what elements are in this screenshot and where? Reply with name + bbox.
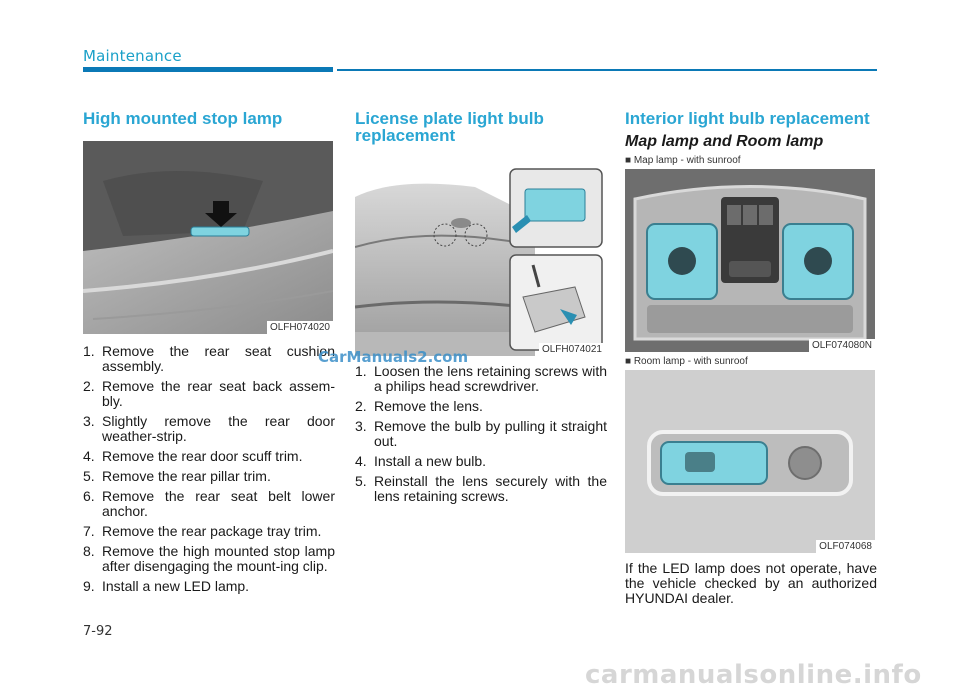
license-plate-steps: 1.Loosen the lens retaining screws with … [355, 364, 607, 504]
watermark-top[interactable]: CarManuals2.com [318, 348, 469, 366]
license-plate-illustration [355, 157, 605, 356]
section-title: Maintenance [83, 47, 182, 65]
room-lamp-figure: OLF074068 [625, 370, 875, 553]
room-lamp-caption: ■ Room lamp - with sunroof [625, 356, 748, 367]
figure-code: OLFH074020 [266, 321, 333, 334]
step-item: 5.Remove the rear pillar trim. [83, 468, 271, 484]
map-lamp-figure: OLF074080N [625, 169, 875, 352]
stop-lamp-heading: High mounted stop lamp [83, 109, 283, 128]
map-room-subheading: Map lamp and Room lamp [625, 133, 824, 150]
interior-light-section: Interior light bulb replacement Map lamp… [625, 110, 877, 606]
stop-lamp-section: High mounted stop lamp OLFH074020 1.Remo… [83, 110, 335, 599]
figure-code: OLF074068 [816, 540, 875, 553]
license-plate-heading: License plate light bulb replacement [355, 109, 544, 145]
led-lamp-note: If the LED lamp does not operate, have t… [625, 560, 877, 606]
license-plate-section: License plate light bulb replacement [355, 110, 607, 509]
step-item: 3.Remove the bulb by pulling it straight… [355, 418, 607, 449]
step-item: 2.Remove the lens. [355, 398, 483, 414]
step-item: 7.Remove the rear package tray trim. [83, 523, 322, 539]
room-lamp-illustration [625, 370, 875, 553]
step-item: 1.Remove the rear seat cushion assembly. [83, 343, 335, 374]
map-lamp-illustration [625, 169, 875, 352]
license-plate-figure: OLFH074021 [355, 157, 605, 356]
step-item: 1.Loosen the lens retaining screws with … [355, 363, 607, 394]
figure-code: OLFH074021 [538, 343, 605, 356]
step-item: 5.Reinstall the lens securely with the l… [355, 473, 607, 504]
page-number: 7-92 [83, 624, 113, 639]
figure-code: OLF074080N [808, 339, 875, 352]
header-rule-thin [337, 69, 877, 71]
interior-light-heading: Interior light bulb replacement [625, 109, 870, 128]
step-item: 4.Remove the rear door scuff trim. [83, 448, 303, 464]
step-item: 4.Install a new bulb. [355, 453, 487, 469]
watermark-bottom: carmanualsonline.info [585, 660, 922, 690]
step-item: 9.Install a new LED lamp. [83, 578, 250, 594]
step-item: 3.Slightly remove the rear door weather-… [83, 413, 335, 444]
step-item: 2.Remove the rear seat back assem-bly. [83, 378, 335, 409]
header-rule-thick [83, 67, 333, 72]
step-item: 8.Remove the high mounted stop lamp afte… [83, 543, 335, 574]
step-item: 6.Remove the rear seat belt lower anchor… [83, 488, 335, 519]
stop-lamp-steps: 1.Remove the rear seat cushion assembly.… [83, 344, 335, 594]
stop-lamp-illustration [83, 141, 333, 334]
map-lamp-caption: ■ Map lamp - with sunroof [625, 155, 741, 166]
stop-lamp-figure: OLFH074020 [83, 141, 333, 334]
